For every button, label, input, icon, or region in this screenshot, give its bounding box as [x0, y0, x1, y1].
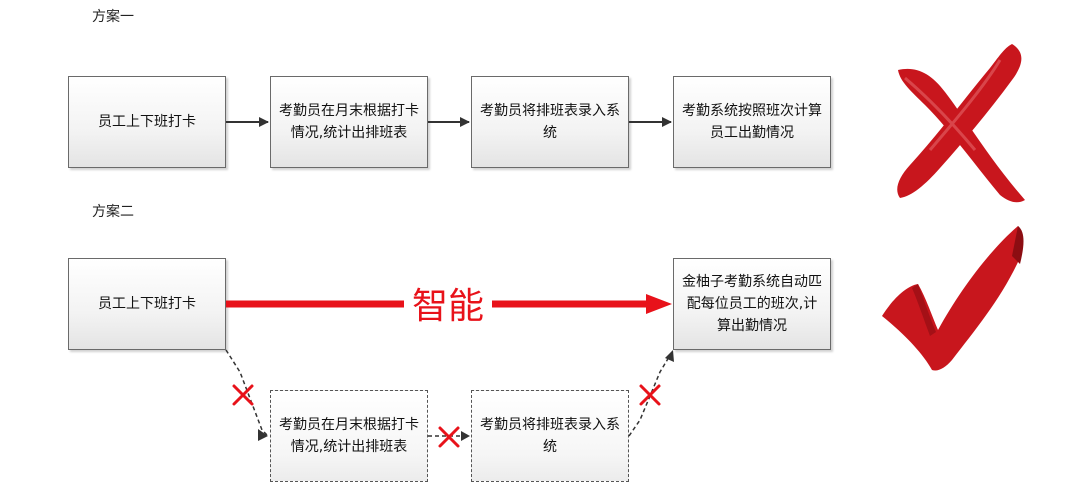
- plan2-step-clock-in: 员工上下班打卡: [68, 258, 226, 350]
- plan1-step-enter-schedule: 考勤员将排班表录入系统: [471, 76, 629, 168]
- cross-icon: [438, 426, 460, 448]
- plan2-old-step-enter-schedule: 考勤员将排班表录入系统: [471, 390, 629, 482]
- plan2-old-step-compile-schedule: 考勤员在月末根据打卡情况,统计出排班表: [270, 390, 428, 482]
- plan1-step-clock-in: 员工上下班打卡: [68, 76, 226, 168]
- old-path-arrowhead-3: [665, 350, 674, 362]
- cross-icon: [232, 384, 254, 406]
- old-path-arrowhead-1: [258, 429, 268, 441]
- plan2-step-auto-match: 金柚子考勤系统自动匹配每位员工的班次,计算出勤情况: [673, 258, 831, 350]
- plan1-step-calc-attendance: 考勤系统按照班次计算员工出勤情况: [673, 76, 831, 168]
- cross-mark-icon: [897, 44, 1025, 203]
- plan1-step-compile-schedule: 考勤员在月末根据打卡情况,统计出排班表: [270, 76, 428, 168]
- old-path-arrowhead-2: [461, 431, 470, 441]
- check-mark-icon: [882, 226, 1024, 371]
- cross-icon: [639, 384, 661, 406]
- smart-label: 智能: [412, 286, 484, 327]
- plan2-title: 方案二: [92, 204, 134, 220]
- plan1-title: 方案一: [92, 9, 134, 25]
- smart-arrow-head: [646, 294, 672, 314]
